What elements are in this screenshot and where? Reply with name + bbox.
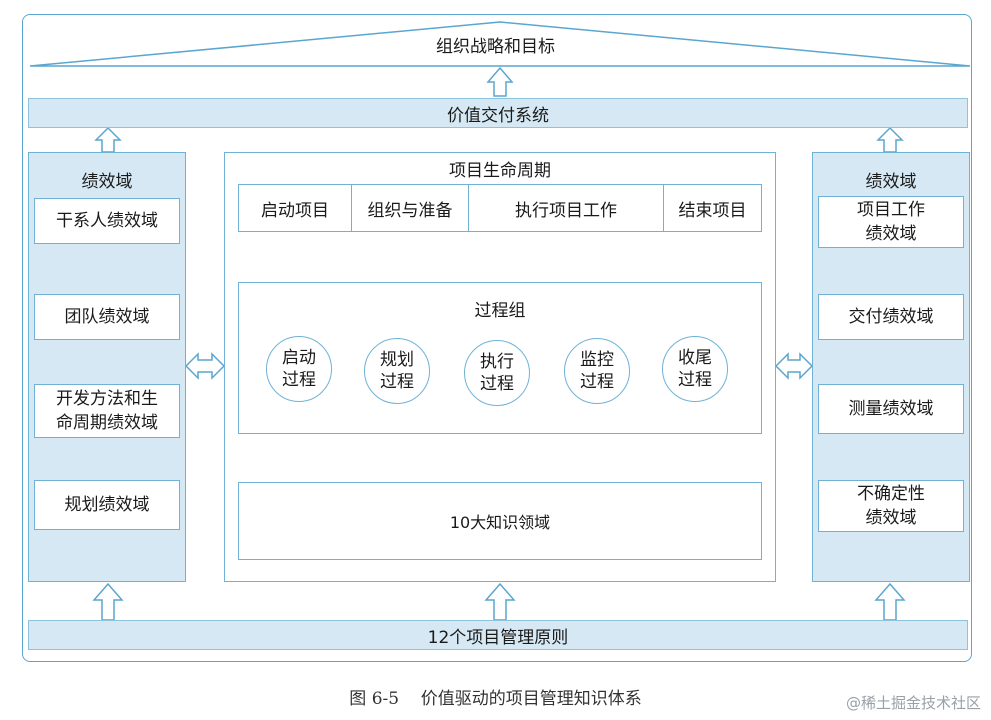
process-executing: 执行 过程: [464, 340, 530, 406]
value-delivery-band: 价值交付系统: [28, 98, 968, 128]
process-monitoring: 监控 过程: [564, 338, 630, 404]
right-domain-1: 项目工作 绩效域: [818, 196, 964, 248]
double-arrow-right: [774, 352, 814, 380]
knowledge-areas-box: 10大知识领域: [238, 482, 762, 560]
right-domain-3: 测量绩效域: [818, 384, 964, 434]
outer-frame: [22, 14, 972, 662]
figure-caption: 图 6-5 价值驱动的项目管理知识体系: [349, 689, 642, 709]
left-domain-2: 团队绩效域: [34, 294, 180, 340]
phase-organize-prepare: 组织与准备: [351, 184, 469, 232]
right-domain-4: 不确定性 绩效域: [818, 480, 964, 532]
up-arrow-value-to-goal: [486, 66, 514, 97]
principles-label: 12个项目管理原则: [427, 627, 569, 648]
up-arrow-left-to-value: [94, 126, 122, 153]
up-arrow-right-to-value: [876, 126, 904, 153]
goal-roof: [29, 21, 971, 67]
up-arrow-principles-right: [874, 582, 906, 621]
left-column-title: 绩效域: [81, 172, 133, 192]
phase-execute: 执行项目工作: [468, 184, 664, 232]
phase-initiate: 启动项目: [238, 184, 352, 232]
left-domain-3: 开发方法和生 命周期绩效域: [34, 384, 180, 438]
process-groups-box: [238, 282, 762, 434]
value-delivery-label: 价值交付系统: [447, 105, 549, 126]
right-domain-2: 交付绩效域: [818, 294, 964, 340]
left-domain-4: 规划绩效域: [34, 480, 180, 530]
double-arrow-left: [184, 352, 226, 380]
goal-label: 组织战略和目标: [436, 37, 555, 57]
lifecycle-title: 项目生命周期: [449, 161, 551, 181]
process-planning: 规划 过程: [364, 338, 430, 404]
up-arrow-principles-center: [484, 582, 516, 621]
up-arrow-principles-left: [92, 582, 124, 621]
principles-band: 12个项目管理原则: [28, 620, 968, 650]
phase-close: 结束项目: [663, 184, 762, 232]
knowledge-areas-label: 10大知识领域: [449, 513, 551, 532]
process-groups-title: 过程组: [474, 301, 526, 321]
process-initiating: 启动 过程: [266, 336, 332, 402]
left-domain-1: 干系人绩效域: [34, 198, 180, 244]
watermark: @稀土掘金技术社区: [845, 694, 981, 712]
right-column-title: 绩效域: [865, 172, 917, 192]
process-closing: 收尾 过程: [662, 336, 728, 402]
